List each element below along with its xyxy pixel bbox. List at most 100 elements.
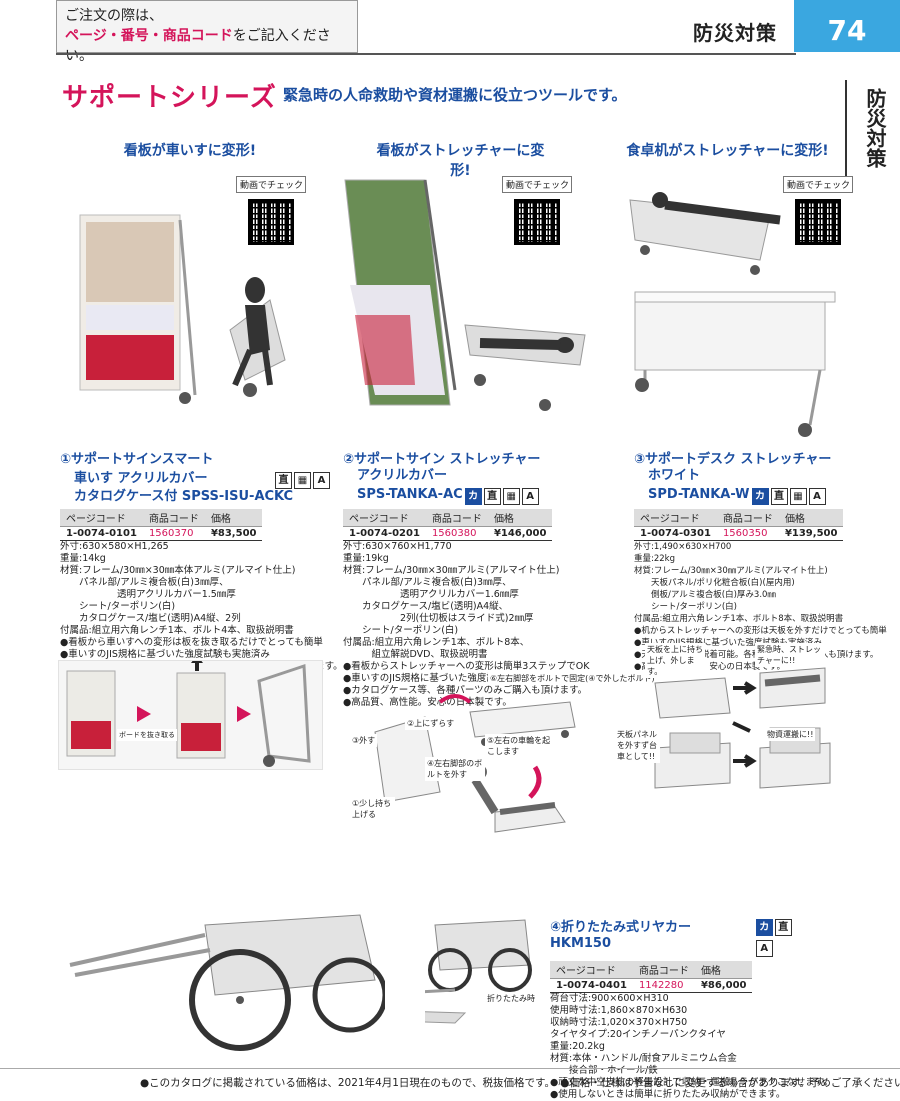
spec-line: 材質:フレーム/30㎜×30㎜アルミ(アルマイト仕上) — [343, 565, 560, 576]
qr-label: 動画でチェック — [236, 176, 306, 193]
direct-icon: 直 — [770, 488, 788, 505]
building-icon: ▦ — [502, 488, 520, 505]
catch-2: 看板がストレッチャーに変形! — [376, 143, 545, 179]
product-3-icons: カ直▦A — [750, 484, 826, 505]
spec-line: カタログケース/塩ビ(透明)A4縦、2列 — [60, 613, 241, 624]
spec-line: ●机からストレッチャーへの変形は天板を外すだけでとっても簡単 — [634, 626, 887, 636]
spec-line: 荷台寸法:900×600×H310 — [550, 993, 669, 1004]
label-desk-cargo: 物資運搬に!! — [765, 728, 816, 741]
spec-line: ●車いすのJIS規格に基づいた強度試験も実施済み — [634, 638, 822, 648]
label-step2: ②上にずらす — [405, 717, 457, 730]
illustration-stretcher-steps: ⑥左右脚部をボルトで固定(④で外したボルト) ②上にずらす ③外す ⑤左右の車輪… — [345, 672, 657, 847]
spec-line: 付属品:組立用六角レンチ1本、ボルト4本、取扱説明書 — [60, 625, 294, 636]
product-2-title-3: SPS-TANKA-AC — [357, 486, 463, 502]
label-step1: ①少し持ち上げる — [350, 797, 395, 821]
product-2-title-1: ②サポートサイン ストレッチャー — [343, 452, 541, 467]
product-3-title-2: ホワイト — [648, 468, 701, 483]
product-photo-2 — [344, 179, 586, 411]
spec-line: 透明アクリルカバー1.6㎜厚 — [343, 589, 519, 600]
label-desk-lift: 天板を上に持ち上げ、外します。 — [645, 643, 705, 678]
series-title: サポートシリーズ — [62, 83, 277, 113]
building-icon: ▦ — [789, 488, 807, 505]
spec-line: 外寸:1,490×630×H700 — [634, 542, 732, 552]
spec-line: 組立解説DVD、取扱説明書 — [343, 649, 488, 660]
direct-icon: 直 — [483, 488, 501, 505]
qr-block-2[interactable]: 動画でチェック — [502, 176, 572, 245]
qr-code-icon[interactable] — [514, 199, 560, 245]
product-1: ①サポートサインスマート 車いす アクリルカバー 直▦A カタログケース付 SP… — [60, 452, 343, 685]
page-number: 74 — [794, 0, 900, 52]
notice-line1: ご注文の際は、 — [65, 8, 163, 24]
a-rank-icon: A — [755, 940, 773, 957]
spec-line: ●看板から車いすへの変形は板を抜き取るだけでとっても簡単 — [60, 637, 323, 648]
qr-block-3[interactable]: 動画でチェック — [783, 176, 853, 245]
catch-1: 看板が車いすに変形! — [123, 143, 257, 159]
spec-line: パネル部/アルミ複合板(白)3㎜厚、 — [343, 577, 512, 588]
spec-line: 天板パネル/ポリ化粧合板(白)(屋内用) — [634, 578, 795, 588]
product-4-icons: カ直A — [754, 915, 810, 957]
spec-line: ●車いすのJIS規格に基づいた強度試験も実施済み — [343, 673, 553, 684]
spec-line: 材質:フレーム/30㎜×30㎜アルミ(アルマイト仕上) — [634, 566, 828, 576]
side-tab-rule — [845, 80, 847, 180]
spec-line: 2列(仕切板はスライド式)2㎜厚 — [343, 613, 534, 624]
spec-line: 外寸:630×760×H1,770 — [343, 541, 452, 552]
a-rank-icon: A — [521, 488, 539, 505]
spec-line: ●高品質、高性能。安心の日本製です。 — [343, 697, 512, 708]
qr-code-icon[interactable] — [795, 199, 841, 245]
spec-line: シート/ターポリン(白) — [60, 601, 176, 612]
product-1-title-2: 車いす アクリルカバー — [74, 470, 208, 486]
spec-line: 外寸:630×580×H1,265 — [60, 541, 169, 552]
spec-line: 重量:19kg — [343, 553, 389, 564]
qr-code-icon[interactable] — [248, 199, 294, 245]
qr-block-1[interactable]: 動画でチェック — [236, 176, 306, 245]
spec-line: カタログケース/塩ビ(透明)A4縦、 — [343, 601, 509, 612]
spec-line: 付属品:組立用六角レンチ1本、ボルト8本、 — [343, 637, 530, 648]
spec-line: パネル部/アルミ複合板(白)3㎜厚、 — [60, 577, 229, 588]
product-4: ④折りたたみ式リヤカー HKM150 カ直A ページコード商品コード価格 1-0… — [550, 915, 833, 1101]
spec-line: ●看板からストレッチャーへの変形は簡単3ステップでOK — [343, 661, 590, 672]
spec-line: 接合部・ホイール/鉄 — [550, 1065, 658, 1076]
spec-line: シート/ターポリン(白) — [343, 625, 459, 636]
label-desk-emergency: 緊急時、ストレッチャーに!! — [755, 643, 825, 667]
product-1-title-3: カタログケース付 SPSS-ISU-ACKC — [74, 489, 294, 504]
spec-line: 収納時寸法:1,020×370×H750 — [550, 1017, 688, 1028]
building-icon: ▦ — [294, 472, 311, 489]
spec-line: 重量:14kg — [60, 553, 106, 564]
spec-line: ●カタログケース等、各種パーツのみご購入も頂けます。 — [343, 685, 588, 696]
spec-line: ●高品質、高性能。安心の日本製です。 — [634, 662, 786, 672]
notice-suffix: をご記入ください。 — [65, 28, 331, 64]
spec-line: 使用時寸法:1,860×870×H630 — [550, 1005, 688, 1016]
product-photo-3 — [629, 192, 836, 437]
product-3-title-3: SPD-TANKA-W — [648, 486, 750, 502]
spec-line: 材質:本体・ハンドル/耐食アルミニウム合金 — [550, 1053, 737, 1064]
product-1-title-1: ①サポートサインスマート — [60, 452, 214, 467]
footer-note: ●このカタログに掲載されている価格は、2021年4月1日現在のもので、税抜価格で… — [140, 1077, 900, 1089]
order-notice: ご注文の際は、 ページ・番号・商品コードをご記入ください。 — [56, 0, 358, 64]
label-step3: ③外す — [350, 734, 378, 747]
product-photo-1 — [79, 214, 286, 404]
direct-icon: 直 — [275, 472, 292, 489]
illustration-wheelchair-steps: ボードを抜き取る — [58, 660, 323, 770]
spec-line: タイヤタイプ:20インチノーパンクタイヤ — [550, 1029, 726, 1040]
qr-label: 動画でチェック — [783, 176, 853, 193]
product-3: ③サポートデスク ストレッチャー ホワイト SPD-TANKA-W カ直▦A ペ… — [634, 452, 887, 673]
kana-icon: カ — [755, 919, 773, 936]
product-photo-4 — [69, 914, 385, 1051]
product-2-icons: カ直▦A — [463, 484, 539, 505]
product-photo-4-folded — [425, 919, 532, 1024]
product-2-title-2: アクリルカバー — [357, 468, 447, 483]
notice-highlight: ページ・番号・商品コード — [65, 28, 233, 44]
spec-line: 付属品:組立用六角レンチ1本、ボルト8本、取扱説明書 — [634, 614, 844, 624]
spec-line: ●頑丈な中空支柱の軽量設計で収納・運搬もラクラクこなせます。 — [550, 1077, 833, 1088]
side-tab: 防災対策 — [863, 88, 887, 168]
